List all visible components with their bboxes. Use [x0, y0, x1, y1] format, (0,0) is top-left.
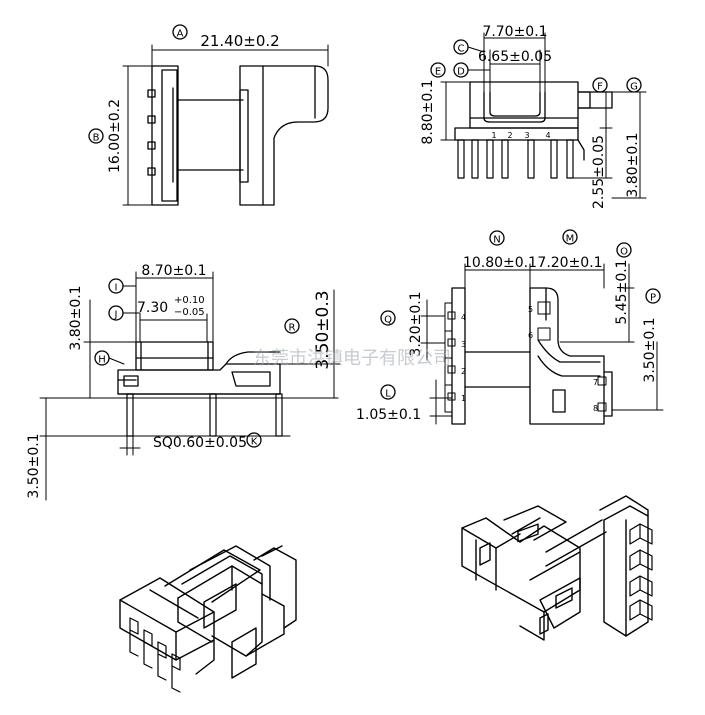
pin-label-top-1: 1	[491, 131, 496, 140]
pin-label-left-2: 2	[461, 367, 466, 376]
pin-label-top-4: 4	[545, 131, 550, 140]
dim-i-text: 8.70±0.1	[141, 263, 206, 279]
dim-l-text: 1.05±0.1	[356, 407, 421, 423]
dim-j-plus: +0.10	[174, 295, 205, 306]
dim-m-text: 7.20±0.1	[537, 255, 602, 271]
dim-e-text: 8.80±0.1	[420, 79, 436, 144]
dim-d-text: 6.65±0.05	[478, 49, 552, 65]
label-f: F	[597, 82, 603, 93]
dim-q-text: 3.20±0.1	[408, 291, 424, 356]
dim-side-h-text: 3.50±0.1	[26, 433, 42, 498]
label-l: L	[385, 389, 391, 400]
pin-label-left-3: 3	[461, 340, 466, 349]
pin-label-right-6: 6	[528, 331, 533, 340]
middle-left-view: I J 8.70±0.1 7.30 +0.10 −0.05 3.80±0.1 H	[26, 263, 341, 501]
dim-r-text: 3.50±0.3	[313, 290, 333, 369]
label-g: G	[630, 82, 638, 93]
label-q: Q	[384, 315, 392, 326]
label-e: E	[435, 67, 441, 78]
label-p: P	[650, 293, 656, 304]
isometric-view-right	[461, 495, 653, 641]
pin-label-right-7: 7	[593, 378, 598, 387]
label-h: H	[98, 355, 106, 366]
label-j: J	[114, 310, 118, 321]
label-r: R	[289, 323, 296, 334]
dim-n-text: 10.80±0.1	[463, 255, 537, 271]
dim-k-text: SQ0.60±0.05	[153, 435, 247, 451]
label-o: O	[620, 247, 628, 258]
label-circle-a	[172, 24, 188, 40]
pin-label-left-4: 4	[461, 313, 466, 322]
dim-c-text: 7.70±0.1	[482, 24, 547, 40]
dim-g2-text: 3.80±0.1	[625, 132, 641, 197]
dim-h-text: 3.80±0.1	[68, 285, 84, 350]
label-a: A	[177, 29, 184, 40]
dim-g1-text: 2.55±0.05	[591, 135, 607, 209]
label-d: D	[457, 67, 465, 78]
label-k: K	[251, 437, 258, 448]
pin-label-left-1: 1	[461, 394, 466, 403]
watermark-text: 东莞市洪镇电子有限公司	[253, 348, 451, 369]
label-m: M	[566, 234, 575, 245]
middle-right-view: N M 10.80±0.1 7.20±0.1 O 5.45±0.1 P 3.50…	[356, 229, 664, 425]
label-b: B	[93, 133, 100, 144]
dim-a-text: 21.40±0.2	[200, 32, 279, 50]
dim-o-text: 5.45±0.1	[614, 259, 630, 324]
dim-b-text: 16.00±0.2	[107, 99, 123, 173]
label-c: C	[458, 44, 465, 55]
isometric-view-left	[119, 545, 297, 693]
pin-label-top-2: 2	[507, 131, 512, 140]
label-i: I	[115, 283, 118, 294]
top-left-view: A 21.40±0.2 B 16.00±0.2	[88, 24, 329, 206]
dim-j-minus: −0.05	[174, 307, 205, 318]
pin-label-right-8: 8	[593, 404, 598, 413]
label-n: N	[493, 235, 500, 246]
pin-label-top-3: 3	[524, 131, 529, 140]
dim-p-text: 3.50±0.1	[642, 317, 658, 382]
dim-j-main: 7.30	[137, 300, 168, 316]
pin-label-right-5: 5	[528, 305, 533, 314]
top-right-view: 7.70±0.1 6.65±0.05 C D E 8.80±0.1 F G 1 …	[420, 24, 647, 209]
